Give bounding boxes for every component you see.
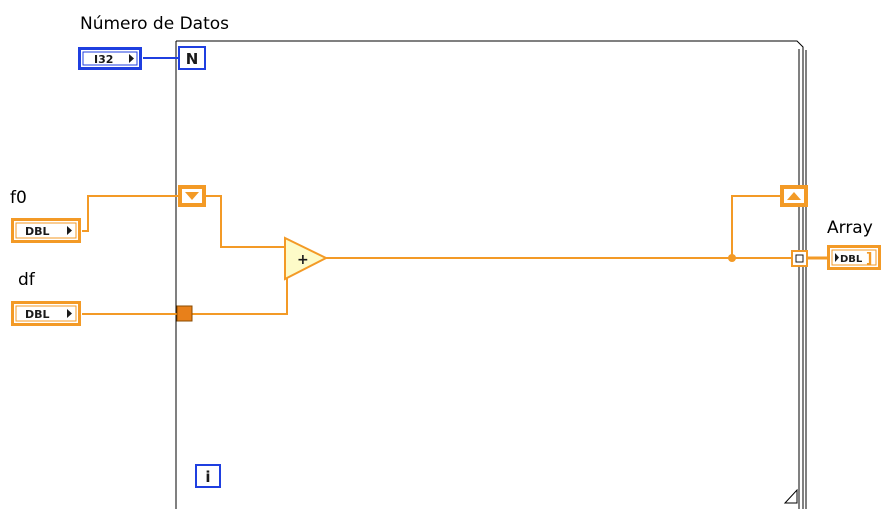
shift-register-icon	[787, 192, 801, 200]
wire-f0-to-shift-register[interactable]	[82, 195, 179, 232]
iteration-terminal-text: i	[205, 468, 210, 486]
wire-tunnel-to-add[interactable]	[192, 268, 288, 315]
for-loop[interactable]	[175, 40, 807, 509]
wire-branch-to-shift-register[interactable]	[731, 195, 781, 258]
loop-count-terminal[interactable]: N	[178, 46, 206, 70]
f0-label: f0	[10, 188, 27, 208]
array-indicator-icon	[835, 253, 839, 262]
output-indexing-tunnel[interactable]	[791, 250, 808, 267]
num-datos-type: I32	[94, 53, 113, 66]
num-datos-label: Número de Datos	[80, 14, 229, 34]
wires	[82, 57, 830, 315]
iteration-terminal[interactable]: i	[195, 464, 221, 488]
count-terminal-text: N	[186, 50, 199, 68]
shift-register-right[interactable]	[780, 185, 808, 207]
df-type: DBL	[25, 308, 50, 321]
add-function[interactable]: +	[284, 236, 329, 281]
num-datos-control[interactable]: I32	[78, 47, 142, 70]
shift-register-left[interactable]	[178, 185, 206, 207]
f0-type: DBL	[25, 225, 50, 238]
loop-resize-corner[interactable]	[783, 488, 798, 504]
df-label: df	[18, 270, 36, 290]
array-indicator[interactable]: DBL ]	[827, 245, 881, 270]
numeric-control-icon	[67, 309, 72, 318]
add-function-icon	[284, 236, 329, 281]
wire-junction-dot	[728, 254, 736, 262]
f0-control[interactable]: DBL	[11, 218, 81, 243]
numeric-control-icon	[67, 226, 72, 235]
numeric-control-icon	[129, 54, 134, 63]
df-input-tunnel[interactable]	[176, 305, 193, 322]
add-symbol: +	[297, 252, 309, 268]
array-type: DBL	[840, 254, 863, 265]
array-label: Array	[827, 218, 873, 238]
df-control[interactable]: DBL	[11, 301, 81, 326]
wire-shift-register-to-add[interactable]	[205, 195, 285, 248]
array-bracket-icon: ]	[866, 251, 872, 267]
shift-register-icon	[185, 192, 199, 200]
